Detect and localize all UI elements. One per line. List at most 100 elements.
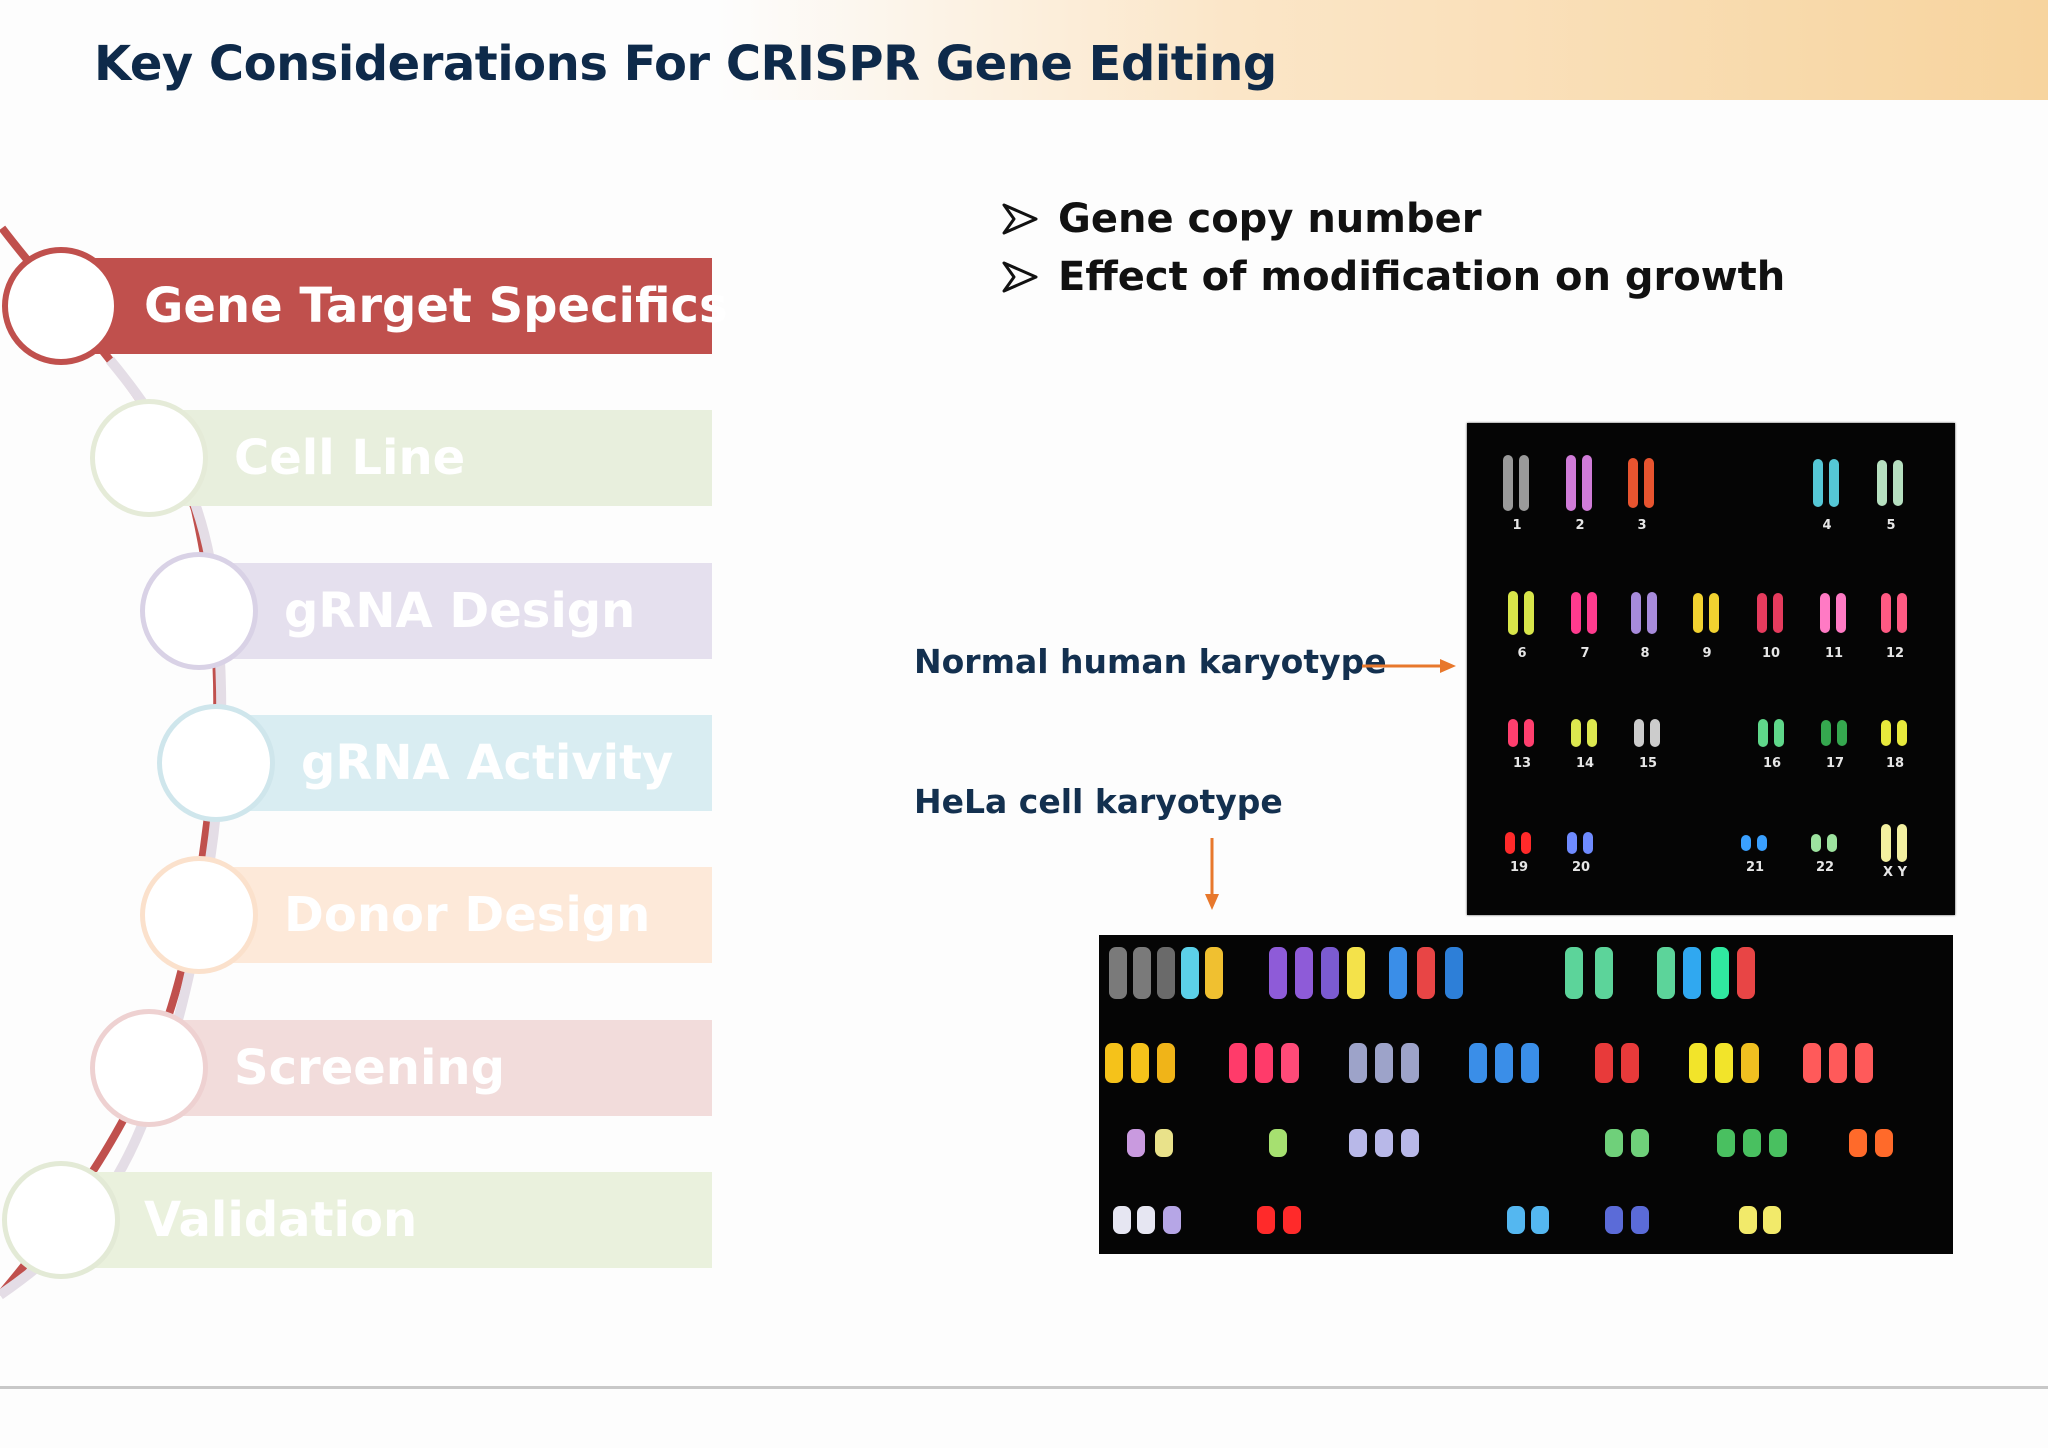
chromosome-shape bbox=[1644, 458, 1654, 508]
chromosome-shape bbox=[1774, 719, 1784, 747]
bullet-text: Effect of modification on growth bbox=[1058, 254, 1786, 300]
chromosome-shape bbox=[1269, 1129, 1287, 1157]
bullet-gene-copy-number: Gene copy number bbox=[1000, 190, 1785, 248]
step-bar: Donor Design bbox=[220, 867, 712, 963]
chromosome-shape bbox=[1693, 593, 1703, 633]
chromosome-shape bbox=[1743, 1129, 1761, 1157]
chromosome-number: 1 bbox=[1512, 518, 1521, 533]
chromosome-shape bbox=[1595, 947, 1613, 999]
chromosome-shape bbox=[1571, 719, 1581, 747]
chromosome-shape bbox=[1758, 719, 1768, 747]
step-donor-design[interactable]: Donor Design bbox=[140, 856, 712, 974]
chromosome-shape bbox=[1269, 947, 1287, 999]
chromosome-shape bbox=[1689, 1043, 1707, 1083]
step-gene-target-specifics[interactable]: Gene Target Specifics bbox=[0, 247, 728, 365]
chromosome-number: 17 bbox=[1826, 756, 1844, 771]
chromosome-shape bbox=[1587, 719, 1597, 747]
chromosome-shape bbox=[1375, 1043, 1393, 1083]
step-bar: Gene Target Specifics bbox=[80, 258, 728, 354]
chromosome-number: 20 bbox=[1572, 860, 1590, 875]
chromosome-shape bbox=[1605, 1129, 1623, 1157]
chromosome-shape bbox=[1519, 455, 1529, 511]
step-circle bbox=[90, 1009, 208, 1127]
chromosome-shape bbox=[1582, 455, 1592, 511]
chromosome-shape bbox=[1157, 1043, 1175, 1083]
chromosome-shape bbox=[1875, 1129, 1893, 1157]
bullet-list: Gene copy number Effect of modification … bbox=[1000, 190, 1785, 306]
step-label: gRNA Activity bbox=[301, 735, 674, 791]
chromosome-shape bbox=[1503, 455, 1513, 511]
chromosome-shape bbox=[1375, 1129, 1393, 1157]
footer-divider bbox=[0, 1386, 2048, 1389]
chromosome-shape bbox=[1521, 1043, 1539, 1083]
step-circle bbox=[2, 247, 120, 365]
chromosome-number: 19 bbox=[1510, 860, 1528, 875]
down-arrow-icon bbox=[1205, 838, 1219, 910]
step-bar: gRNA Activity bbox=[237, 715, 712, 811]
chromosome-shape bbox=[1811, 834, 1821, 852]
step-label: Donor Design bbox=[284, 887, 651, 943]
chromosome-shape bbox=[1769, 1129, 1787, 1157]
step-grna-activity[interactable]: gRNA Activity bbox=[157, 704, 712, 822]
step-bar: Screening bbox=[170, 1020, 712, 1116]
chromosome-shape bbox=[1739, 1206, 1757, 1234]
chromosome-shape bbox=[1881, 824, 1891, 862]
chromosome-shape bbox=[1757, 593, 1767, 633]
chromosome-shape bbox=[1803, 1043, 1821, 1083]
chromosome-shape bbox=[1631, 1129, 1649, 1157]
chromosome-shape bbox=[1897, 824, 1907, 862]
step-screening[interactable]: Screening bbox=[90, 1009, 712, 1127]
chromosome-number: 11 bbox=[1825, 646, 1843, 661]
chromosome-shape bbox=[1621, 1043, 1639, 1083]
chromosome-shape bbox=[1836, 593, 1846, 633]
step-label: Screening bbox=[234, 1040, 505, 1096]
chromosome-shape bbox=[1131, 1043, 1149, 1083]
chromosome-shape bbox=[1837, 720, 1847, 746]
chromosome-shape bbox=[1445, 947, 1463, 999]
step-circle bbox=[2, 1161, 120, 1279]
step-label: gRNA Design bbox=[284, 583, 636, 639]
chromosome-shape bbox=[1401, 1129, 1419, 1157]
chromosome-shape bbox=[1495, 1043, 1513, 1083]
chromosome-number: 2 bbox=[1575, 518, 1584, 533]
chromosome-shape bbox=[1763, 1206, 1781, 1234]
step-label: Gene Target Specifics bbox=[144, 278, 728, 334]
step-circle bbox=[140, 552, 258, 670]
chromosome-shape bbox=[1757, 835, 1767, 851]
chromosome-shape bbox=[1157, 947, 1175, 999]
step-bar: gRNA Design bbox=[220, 563, 712, 659]
chromosome-number: 10 bbox=[1762, 646, 1780, 661]
chromosome-shape bbox=[1657, 947, 1675, 999]
chromosome-shape bbox=[1281, 1043, 1299, 1083]
chromosome-shape bbox=[1821, 720, 1831, 746]
step-validation[interactable]: Validation bbox=[0, 1161, 712, 1279]
chromosome-shape bbox=[1389, 947, 1407, 999]
hela-karyotype-label: HeLa cell karyotype bbox=[914, 782, 1283, 821]
page-title: Key Considerations For CRISPR Gene Editi… bbox=[94, 36, 1277, 92]
chromosome-number: 21 bbox=[1746, 860, 1764, 875]
chromosome-shape bbox=[1566, 455, 1576, 511]
chromosome-shape bbox=[1295, 947, 1313, 999]
step-label: Validation bbox=[144, 1192, 418, 1248]
step-label: Cell Line bbox=[234, 430, 466, 486]
chromosome-shape bbox=[1469, 1043, 1487, 1083]
chromosome-shape bbox=[1229, 1043, 1247, 1083]
chromosome-shape bbox=[1715, 1043, 1733, 1083]
chromosome-shape bbox=[1683, 947, 1701, 999]
chromosome-shape bbox=[1571, 592, 1581, 634]
hela-karyotype-image bbox=[1099, 935, 1953, 1254]
chromosome-shape bbox=[1349, 1129, 1367, 1157]
step-cell-line[interactable]: Cell Line bbox=[90, 399, 712, 517]
step-grna-design[interactable]: gRNA Design bbox=[140, 552, 712, 670]
chromosome-shape bbox=[1829, 1043, 1847, 1083]
chromosome-shape bbox=[1634, 719, 1644, 747]
chromosome-shape bbox=[1181, 947, 1199, 999]
chromosome-shape bbox=[1524, 719, 1534, 747]
chromosome-shapes bbox=[1105, 947, 1893, 1234]
chromosome-shape bbox=[1737, 947, 1755, 999]
chromosome-shape bbox=[1813, 459, 1823, 507]
chromosome-shape bbox=[1849, 1129, 1867, 1157]
chromosome-shape bbox=[1257, 1206, 1275, 1234]
step-bar: Validation bbox=[80, 1172, 712, 1268]
